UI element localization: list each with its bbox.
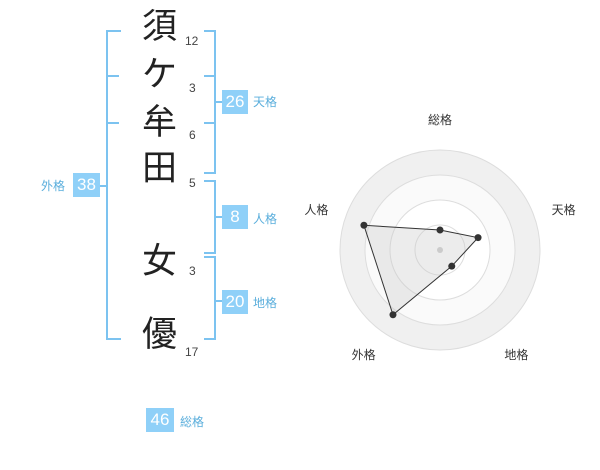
gaikaku-value: 38 <box>73 173 100 197</box>
name-char-5: 女 <box>142 242 178 282</box>
name-char-1: 須 <box>142 7 178 47</box>
radar-label-1: 総格 <box>428 112 452 127</box>
radar-label-5: 人格 <box>304 202 328 217</box>
radar-label-4: 外格 <box>352 347 376 362</box>
gaikaku-bracket-tick-1 <box>106 75 119 77</box>
stroke-count-4: 5 <box>189 176 196 190</box>
tenkaku-bracket-tick-2 <box>204 122 214 124</box>
tenkaku-label: 天格 <box>253 95 278 109</box>
radar-point-4 <box>389 311 397 319</box>
chikaku-bracket <box>204 256 216 340</box>
radar-point-1 <box>436 226 444 234</box>
stroke-count-5: 3 <box>189 264 196 278</box>
jinkaku-value: 8 <box>222 205 248 229</box>
soukaku-label: 総格 <box>180 415 205 429</box>
stroke-count-6: 17 <box>185 345 199 359</box>
name-char-6: 優 <box>142 315 178 355</box>
radar-point-3 <box>448 262 456 270</box>
tenkaku-value: 26 <box>222 90 248 114</box>
jinkaku-label: 人格 <box>253 212 278 226</box>
soukaku-value: 46 <box>146 408 174 432</box>
tenkaku-connector <box>214 101 222 103</box>
chikaku-label: 地格 <box>253 296 278 310</box>
radar-label-3: 地格 <box>504 347 528 362</box>
radar-polygon <box>363 224 480 316</box>
name-char-3: 牟 <box>142 103 178 143</box>
radar-label-2: 天格 <box>552 202 576 217</box>
jinkaku-connector <box>214 216 222 218</box>
tenkaku-bracket-tick-1 <box>204 75 214 77</box>
stroke-count-1: 12 <box>185 34 199 48</box>
chikaku-connector <box>214 300 222 302</box>
stroke-count-3: 6 <box>189 128 196 142</box>
gaikaku-bracket-tick-2 <box>106 122 119 124</box>
radar-point-2 <box>474 234 482 242</box>
name-char-4: 田 <box>142 149 178 189</box>
gaikaku-label: 外格 <box>41 179 66 193</box>
radar-center-dot <box>437 247 443 253</box>
chikaku-value: 20 <box>222 290 248 314</box>
radar-point-5 <box>360 221 368 229</box>
name-char-2: ケ <box>142 55 178 95</box>
stroke-count-2: 3 <box>189 81 196 95</box>
gaikaku-connector <box>100 185 108 187</box>
